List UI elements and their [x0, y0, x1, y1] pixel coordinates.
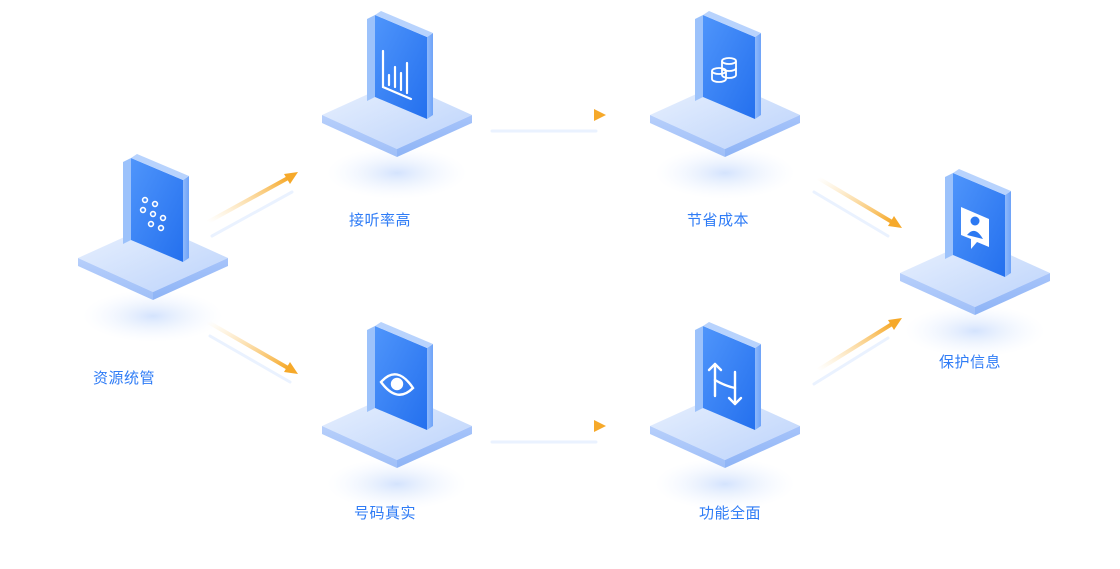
node-label-feature: 功能全面 [698, 504, 762, 522]
dots-grid-icon [139, 196, 167, 232]
node-answer [322, 11, 472, 199]
node-label-answer: 接听率高 [348, 211, 412, 229]
profile-card-icon [961, 207, 989, 249]
node-label-protect: 保护信息 [938, 353, 1002, 371]
node-feature [650, 322, 800, 510]
coins-icon [711, 57, 737, 83]
node-label-cost: 节省成本 [686, 211, 750, 229]
bar-chart-icon [381, 49, 413, 101]
node-resource [78, 154, 228, 342]
node-label-resource: 资源统管 [92, 369, 156, 387]
arrow-cost-to-protect [812, 176, 902, 238]
node-protect [900, 169, 1050, 357]
node-label-number: 号码真实 [353, 504, 417, 522]
arrow-number-to-feature [490, 420, 606, 444]
arrow-feature-to-protect [812, 318, 902, 386]
arrow-resource-to-answer [206, 172, 298, 238]
eye-icon [379, 373, 415, 396]
node-cost [650, 11, 800, 199]
node-number [322, 322, 472, 510]
arrow-resource-to-number [206, 320, 298, 384]
swap-arrows-icon [707, 362, 743, 406]
arrow-answer-to-cost [490, 109, 606, 133]
